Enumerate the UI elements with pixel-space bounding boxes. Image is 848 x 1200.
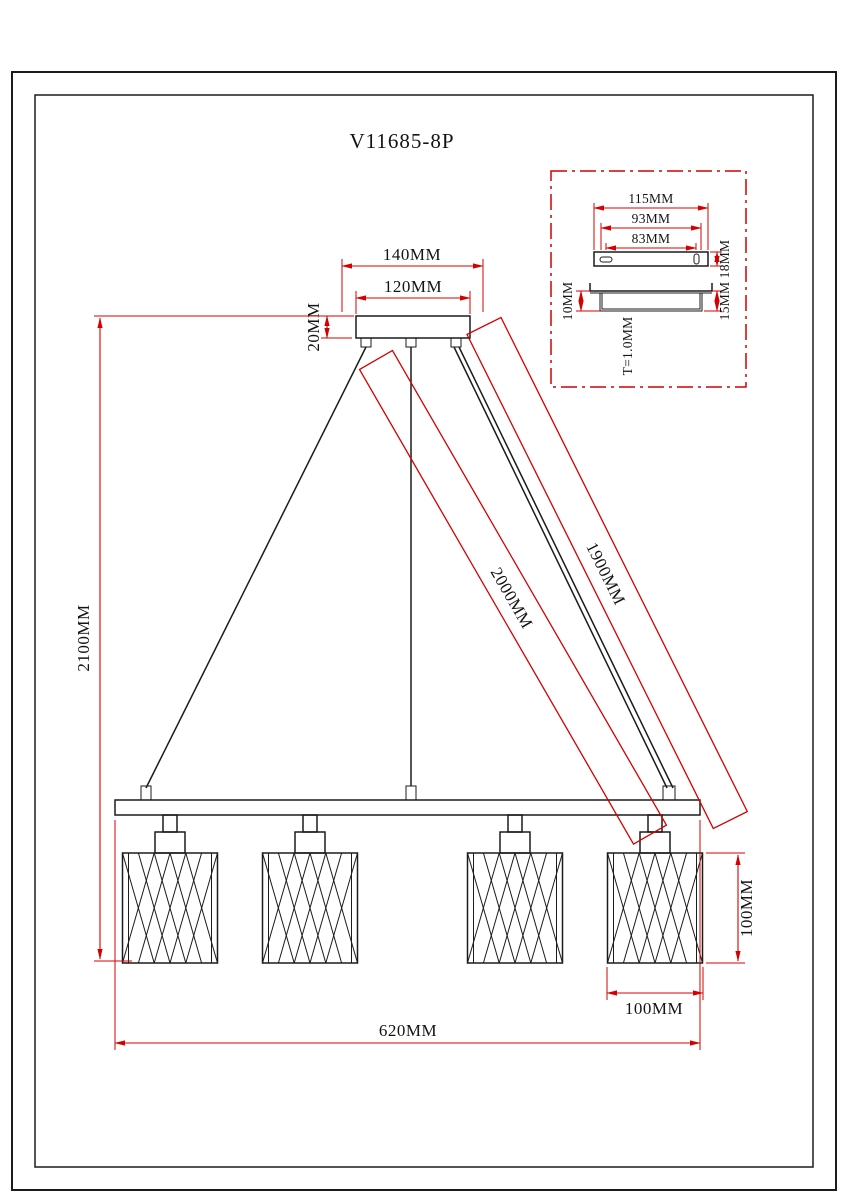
frame-bar: [114, 799, 701, 816]
plate-slot-right: [693, 253, 700, 265]
material-thickness-note: T=1.0MM: [620, 317, 635, 376]
dimension-plate-width: 115MM: [593, 191, 709, 250]
frame-bar-assembly: [114, 785, 701, 816]
dim-label-canopy-inner-width: 120MM: [384, 277, 442, 296]
dimension-plate-depth: 18MM: [710, 240, 732, 279]
dimension-hole-spacing: 93MM: [600, 211, 702, 250]
canopy-connector-right: [450, 337, 462, 348]
dimension-shade-width: 100MM: [606, 967, 704, 1018]
dim-label-shade-width: 100MM: [625, 999, 683, 1018]
canopy-connector-left: [360, 337, 372, 348]
dim-label-slot-width: 83MM: [632, 231, 671, 246]
dimension-canopy-inner-width: 120MM: [355, 277, 471, 314]
lamp-shade-3: [466, 814, 564, 964]
canopy-plate: [355, 315, 471, 339]
dim-label-frame-width: 620MM: [379, 1021, 437, 1040]
dimension-canopy-outer-width: 140MM: [341, 245, 484, 312]
dim-label-right-flange: 15MM: [717, 282, 732, 321]
dimension-overall-height: 2100MM: [74, 315, 354, 962]
bar-fitting-right: [662, 785, 676, 801]
lamp-shade-2: [261, 814, 359, 964]
dimension-right-flange: 15MM: [704, 282, 732, 321]
dim-label-shade-height: 100MM: [737, 879, 756, 937]
bar-fitting-left: [140, 785, 152, 801]
bar-fitting-center: [405, 785, 417, 801]
dim-label-left-flange: 10MM: [560, 282, 575, 321]
lamp-shade-1: [121, 814, 219, 964]
wire-right-a: [453, 346, 668, 789]
detail-view: 115MM 93MM 83MM 18MM 10MM: [550, 170, 747, 388]
plate-slot-left: [599, 256, 613, 263]
canopy-connector-center: [405, 337, 417, 348]
dimension-left-flange: 10MM: [560, 282, 600, 321]
detail-boundary-box: [550, 170, 747, 388]
dim-label-canopy-outer-width: 140MM: [383, 245, 441, 264]
canopy-assembly: [355, 315, 471, 348]
dimension-shade-height: 100MM: [706, 852, 756, 964]
dim-label-plate-width: 115MM: [628, 191, 673, 206]
lamp-shade-4: [606, 814, 704, 964]
drawing-title: V11685-8P: [349, 129, 454, 153]
dim-label-canopy-height: 20MM: [304, 302, 323, 351]
bracket-profile: [589, 283, 713, 312]
dim-label-wire-1900: 1900MM: [582, 539, 629, 608]
suspension-wires: [145, 346, 674, 789]
dimension-slot-width: 83MM: [605, 231, 697, 251]
dim-label-plate-depth: 18MM: [717, 240, 732, 279]
dimension-canopy-height: 20MM: [304, 302, 352, 352]
dimension-frame-width: 620MM: [114, 820, 701, 1050]
dim-label-hole-spacing: 93MM: [632, 211, 671, 226]
wire-right-b: [458, 346, 674, 789]
mounting-plate: [593, 251, 709, 267]
mounting-plate-section: [593, 251, 709, 267]
dim-label-overall-height: 2100MM: [74, 604, 93, 671]
wire-left: [145, 346, 367, 789]
outer-border: [11, 71, 837, 1191]
main-view: 140MM 120MM 20MM 2100MM 2000MM: [74, 245, 756, 1050]
inner-border: [34, 94, 814, 1168]
dim-label-wire-2000: 2000MM: [487, 564, 537, 632]
